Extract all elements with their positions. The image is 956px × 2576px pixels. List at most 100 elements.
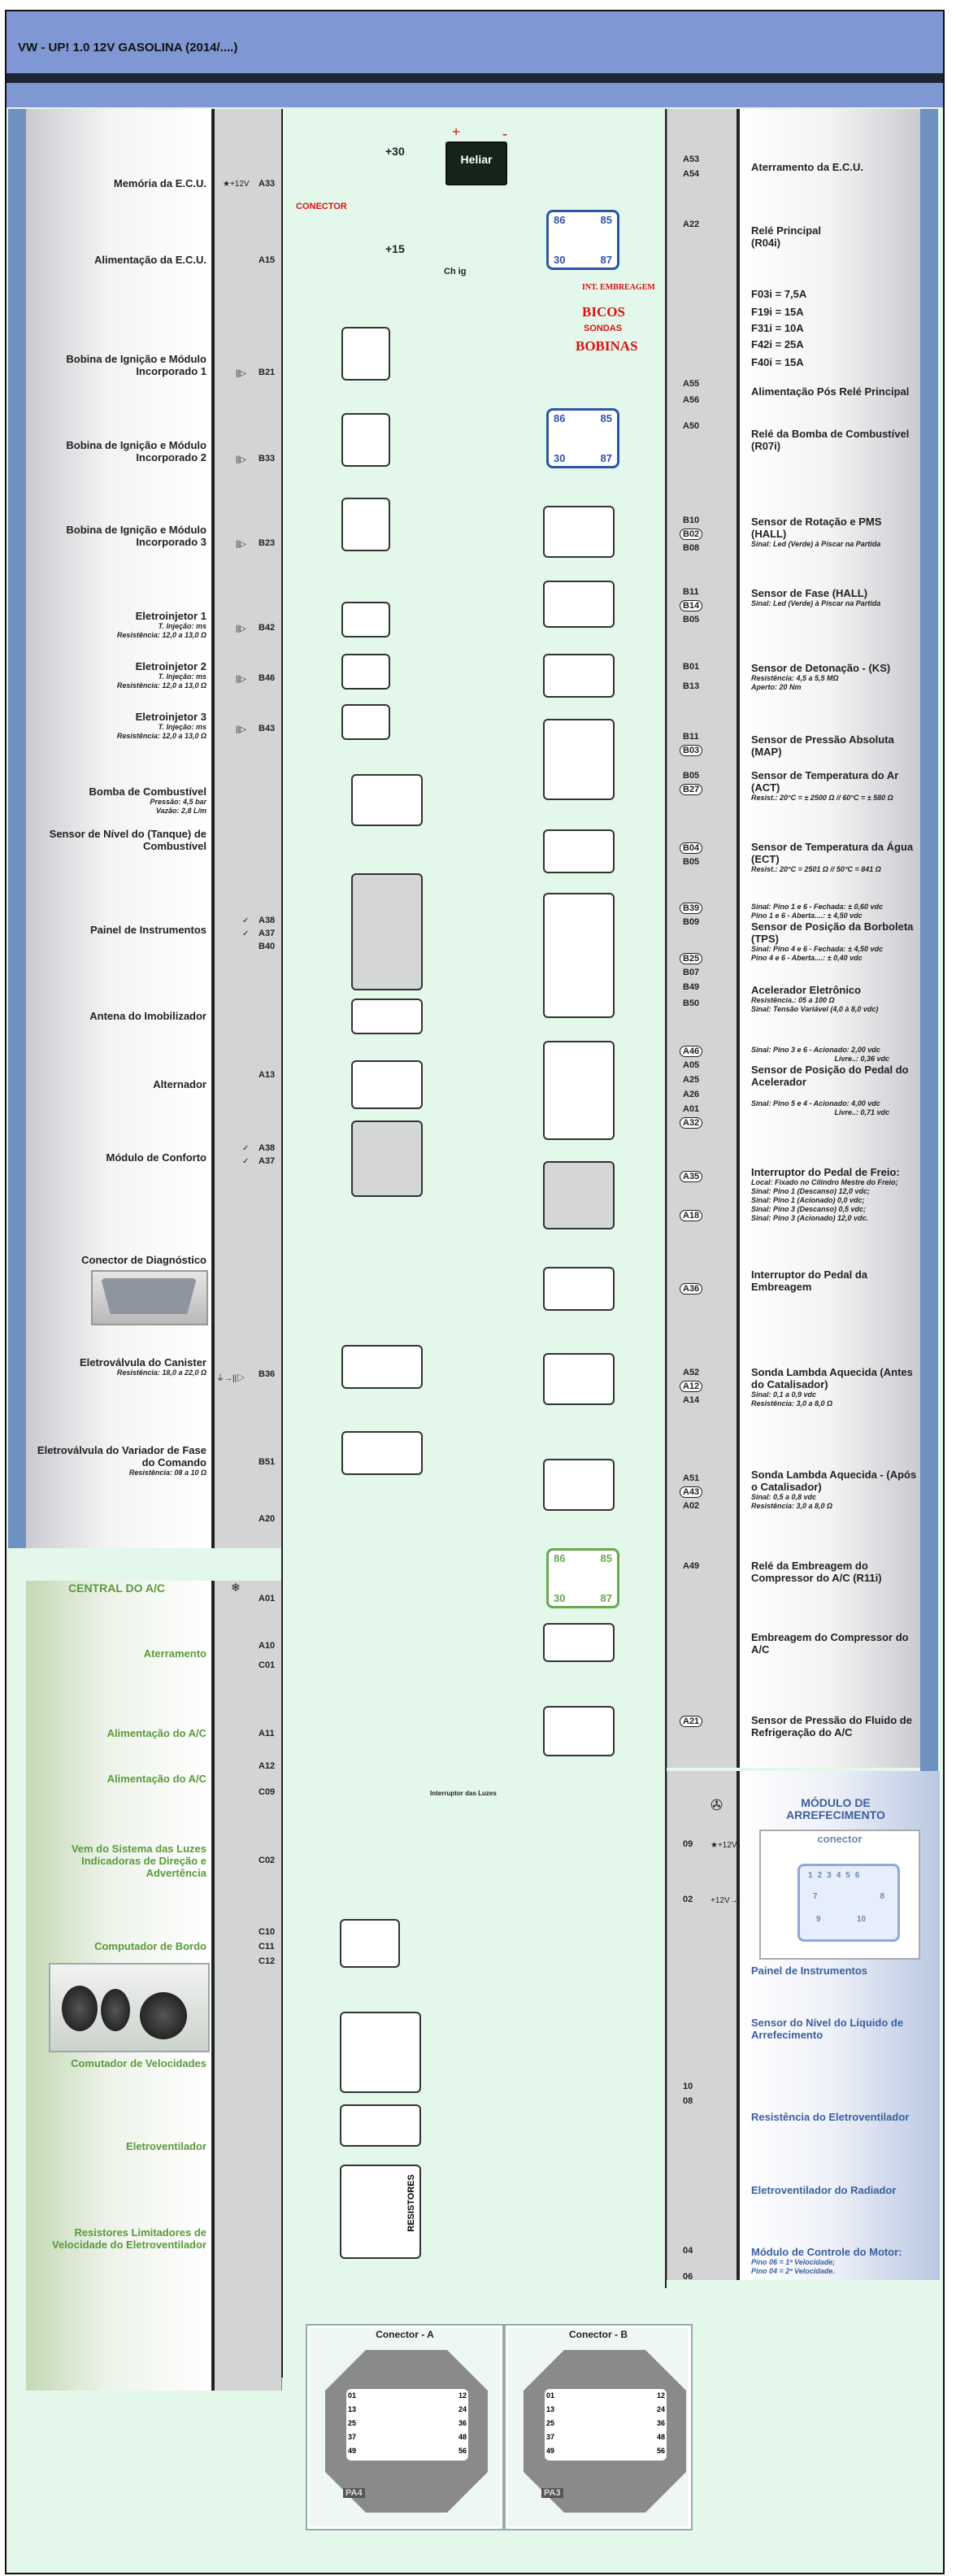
- pin-A49[interactable]: A49: [683, 1561, 700, 1571]
- pin-B05-ect[interactable]: B05: [683, 857, 700, 867]
- pin-B13[interactable]: B13: [683, 681, 700, 691]
- pin-B50[interactable]: B50: [683, 999, 700, 1008]
- pin-B08[interactable]: B08: [683, 543, 700, 553]
- pin-B33[interactable]: B33: [259, 454, 276, 463]
- pin-B39[interactable]: B39: [680, 903, 703, 914]
- pin-B40[interactable]: B40: [259, 942, 276, 951]
- pin-B21[interactable]: B21: [259, 368, 276, 377]
- pin-B25[interactable]: B25: [680, 953, 703, 964]
- pin-B51[interactable]: B51: [259, 1457, 276, 1467]
- pin-C09[interactable]: C09: [259, 1787, 276, 1797]
- pin-C10[interactable]: C10: [259, 1927, 276, 1937]
- pin-B05[interactable]: B05: [683, 615, 700, 624]
- pin-A54[interactable]: A54: [683, 169, 700, 179]
- pin-A02[interactable]: A02: [683, 1501, 700, 1511]
- pin-A15[interactable]: A15: [259, 255, 276, 265]
- pin-A35[interactable]: A35: [680, 1171, 703, 1182]
- pin-B03[interactable]: B03: [680, 745, 703, 756]
- connector-a-tag: PA4: [343, 2488, 365, 2498]
- label-cooling-motor-control: Módulo de Controle do Motor:Pino 06 = 1ª…: [751, 2246, 902, 2275]
- pin-A33[interactable]: A33: [259, 179, 276, 189]
- pin-A43[interactable]: A43: [680, 1486, 703, 1498]
- label-ac-aterramento: Aterramento: [143, 1647, 206, 1660]
- pin-A26[interactable]: A26: [683, 1090, 700, 1099]
- pin-B04[interactable]: B04: [680, 842, 703, 854]
- fuse-F42i: F42i = 25A: [751, 338, 804, 350]
- pin-08[interactable]: 08: [683, 2096, 693, 2106]
- battery-star-icon: ★+12V: [223, 180, 250, 189]
- pin-A51[interactable]: A51: [683, 1473, 700, 1483]
- pin-A53[interactable]: A53: [683, 154, 700, 164]
- pin-A55[interactable]: A55: [683, 379, 700, 389]
- pin-B05-act[interactable]: B05: [683, 771, 700, 781]
- pin-B14[interactable]: B14: [680, 600, 703, 611]
- pin-C02[interactable]: C02: [259, 1856, 276, 1865]
- pin-B36[interactable]: B36: [259, 1369, 276, 1379]
- pin-A21[interactable]: A21: [680, 1716, 703, 1727]
- pin-B23[interactable]: B23: [259, 538, 276, 548]
- ignition-coil-1: [341, 327, 390, 381]
- fuse-F40i: F40i = 15A: [751, 356, 804, 368]
- pin-09[interactable]: 09: [683, 1839, 693, 1849]
- pin-A37[interactable]: A37: [259, 929, 276, 938]
- pin-A05[interactable]: A05: [683, 1060, 700, 1070]
- terminal-15: +15: [385, 242, 405, 255]
- pin-06[interactable]: 06: [683, 2272, 693, 2282]
- label-sensor-act: Sensor de Temperatura do Ar (ACT)Resist.…: [751, 769, 899, 802]
- pin-A10[interactable]: A10: [259, 1641, 276, 1651]
- pin-A38[interactable]: A38: [259, 916, 276, 925]
- pin-B46[interactable]: B46: [259, 673, 276, 683]
- pin-A01-ac[interactable]: A01: [259, 1594, 276, 1603]
- pin-B11[interactable]: B11: [683, 587, 699, 597]
- fuse-F03i: F03i = 7,5A: [751, 288, 807, 300]
- pin-A50[interactable]: A50: [683, 421, 700, 431]
- resistors-block: RESISTORES: [340, 2165, 421, 2259]
- pin-C01[interactable]: C01: [259, 1660, 276, 1670]
- pin-A20[interactable]: A20: [259, 1514, 276, 1524]
- pin-A01[interactable]: A01: [683, 1104, 700, 1114]
- label-sensor-nivel-tanque: Sensor de Nível do (Tanque) de Combustív…: [49, 828, 206, 852]
- battery-minus-icon: -: [502, 125, 507, 141]
- label-sensor-map: Sensor de Pressão Absoluta (MAP): [751, 733, 894, 758]
- pin-A25[interactable]: A25: [683, 1075, 700, 1085]
- pin-B10[interactable]: B10: [683, 516, 700, 525]
- pin-02[interactable]: 02: [683, 1895, 693, 1904]
- pin-A37-conforto[interactable]: A37: [259, 1156, 276, 1166]
- pin-B02[interactable]: B02: [680, 529, 703, 540]
- pin-B43[interactable]: B43: [259, 724, 276, 733]
- pin-A32[interactable]: A32: [680, 1117, 703, 1129]
- pin-A12[interactable]: A12: [680, 1381, 703, 1392]
- pin-B11-map[interactable]: B11: [683, 732, 699, 742]
- pin-A13[interactable]: A13: [259, 1070, 276, 1080]
- pin-A22[interactable]: A22: [683, 220, 700, 229]
- clutch-switch-block: [543, 1267, 615, 1311]
- pin-04[interactable]: 04: [683, 2246, 693, 2256]
- pin-A18[interactable]: A18: [680, 1210, 703, 1221]
- pin-A52[interactable]: A52: [683, 1368, 700, 1377]
- pin-A36[interactable]: A36: [680, 1283, 703, 1295]
- pin-B09[interactable]: B09: [683, 917, 700, 927]
- pin-A14[interactable]: A14: [683, 1395, 700, 1405]
- pin-A56[interactable]: A56: [683, 395, 700, 405]
- pin-10[interactable]: 10: [683, 2082, 693, 2091]
- pin-A11[interactable]: A11: [259, 1729, 275, 1738]
- instrument-panel-block: [351, 873, 423, 990]
- pin-B07[interactable]: B07: [683, 968, 700, 977]
- connector-b-tag: PA3: [541, 2488, 563, 2498]
- terminal-30: +30: [385, 145, 405, 158]
- pin-B27[interactable]: B27: [680, 784, 703, 795]
- pin-A12-ac[interactable]: A12: [259, 1761, 276, 1771]
- ground-pulse-icon: ⏚→||▷: [216, 1374, 246, 1383]
- left-pin-column: [215, 109, 282, 1548]
- pin-A46[interactable]: A46: [680, 1046, 703, 1057]
- pin-B01[interactable]: B01: [683, 662, 700, 672]
- battery: Heliar: [445, 141, 507, 185]
- pin-B49[interactable]: B49: [683, 982, 700, 992]
- pin-C11[interactable]: C11: [259, 1942, 275, 1952]
- pin-C12[interactable]: C12: [259, 1956, 276, 1966]
- label-sensor-pressao-fluido: Sensor de Pressão do Fluido de Refrigera…: [751, 1714, 912, 1738]
- pin-A38-conforto[interactable]: A38: [259, 1143, 276, 1153]
- pin-B42[interactable]: B42: [259, 623, 276, 633]
